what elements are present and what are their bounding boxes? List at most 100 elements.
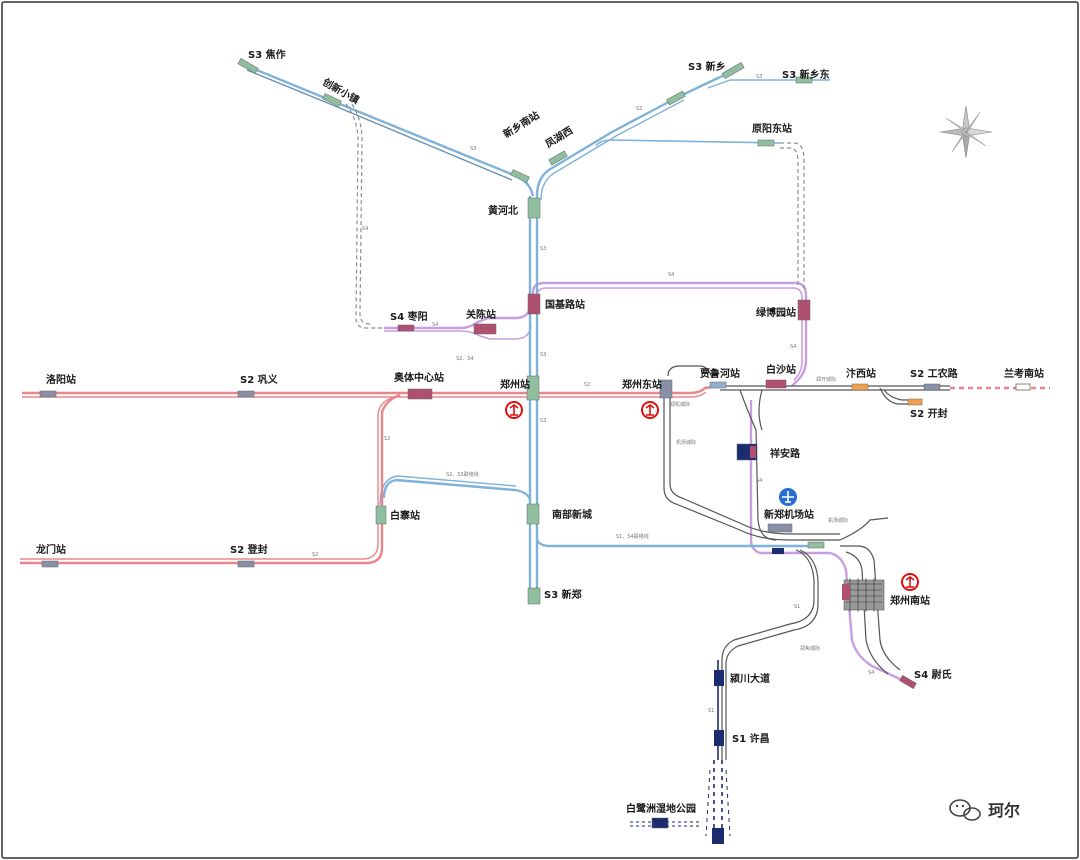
label-baisha: 白沙站: [766, 363, 796, 376]
station-marker-yuanyangdong[interactable]: [757, 139, 775, 147]
label-xinxiang: S3 新乡: [688, 60, 726, 73]
label-xuchang: S1 许昌: [732, 732, 770, 745]
label-zaoyang: S4 枣阳: [390, 310, 428, 323]
station-marker-guanhu[interactable]: [473, 323, 497, 335]
station-marker-xinxiang[interactable]: [666, 90, 686, 106]
station-marker-lankaonan[interactable]: [1015, 383, 1031, 391]
station-marker-dengfeng[interactable]: [237, 560, 255, 568]
station-marker-s1-north: [772, 548, 784, 554]
station-marker-aotizhongxin[interactable]: [407, 388, 433, 400]
s3-line-xinxiang: [535, 68, 736, 197]
label-dengfeng: S2 登封: [230, 543, 268, 556]
station-marker-xuchang[interactable]: [714, 730, 724, 746]
station-marker-kaifeng[interactable]: [907, 398, 923, 406]
line-tag-s3-xinxiangdong: S3: [756, 74, 762, 80]
planned-line-yuanyang-lvboyuan: [780, 142, 805, 290]
label-fenghuxi: 凤湖西: [543, 124, 575, 151]
station-marker-luoyang[interactable]: [39, 390, 57, 398]
line-tag-s4-south: S4: [756, 478, 762, 484]
station-marker-baizhai[interactable]: [375, 505, 387, 525]
label-bianxi: 汴西站: [846, 367, 876, 380]
intercity-line-group: [663, 365, 950, 760]
line-tag-s4-dashed: S4: [362, 226, 368, 232]
line-tag-s1-south: S1: [708, 708, 714, 714]
label-lvboyuan: 绿博园站: [756, 306, 796, 319]
planned-line-chuangxin-zaoyang: [345, 103, 384, 329]
railway-station-icon-zhengzhou: [505, 401, 523, 419]
station-marker-zhengzhou[interactable]: [526, 375, 540, 401]
label-luoyang: 洛阳站: [46, 373, 76, 386]
s3-line-jiaozuo: [246, 64, 535, 197]
station-marker-bianxi[interactable]: [851, 383, 869, 391]
station-marker-xinxiangnan[interactable]: [510, 169, 530, 183]
s2s3-link: [382, 478, 532, 501]
station-marker-lvboyuan[interactable]: [797, 299, 811, 321]
line-tag-s3-south: S3: [540, 418, 546, 424]
station-marker-longmen[interactable]: [41, 560, 59, 568]
station-marker-guojilu[interactable]: [527, 293, 541, 315]
line-tag-s2s4: S2、S4: [456, 356, 474, 362]
line-tag-zhengjiao: 郑焦城际: [800, 645, 820, 652]
station-marker-nanbuxincheng[interactable]: [526, 503, 540, 525]
line-tag-s1-mid: S1: [794, 604, 800, 610]
label-zhengzhounan: 郑州南站: [890, 594, 930, 607]
label-longmen: 龙门站: [35, 543, 66, 556]
line-tag-s4-east: S4: [790, 344, 796, 350]
line-tags: S3 S3 S3 S3 S4 S4 S4 S4 S2、S4 S3 S2 S3 S…: [312, 74, 874, 714]
station-markers: [39, 58, 1031, 844]
s1s4-link: [535, 539, 820, 548]
label-huanghebei: 黄河北: [488, 204, 518, 217]
label-zhengzhou: 郑州站: [500, 378, 530, 391]
watermark-text: 珂尔: [988, 801, 1020, 820]
station-marker-chuangxin[interactable]: [322, 93, 342, 107]
label-jiaozuo: S3 焦作: [248, 48, 286, 61]
station-marker-zaoyang[interactable]: [397, 324, 415, 332]
station-marker-zhengzhoudong[interactable]: [659, 379, 673, 399]
station-marker-gongnonglu[interactable]: [923, 383, 941, 391]
station-marker-airport-s1s4: [807, 541, 825, 549]
station-marker-gongyi[interactable]: [237, 390, 255, 398]
label-yuanyangdong: 原阳东站: [752, 122, 792, 135]
line-tag-s1s4-link: S1、S4联络线: [616, 533, 649, 540]
label-lankaonan: 兰考南站: [1004, 367, 1044, 380]
line-tag-s2-dengfeng: S2: [312, 552, 318, 558]
label-xinxiangnan: 新乡南站: [501, 108, 542, 140]
station-marker-jialuhe[interactable]: [709, 381, 727, 389]
station-marker-jiaozuo[interactable]: [237, 58, 259, 74]
line-tag-zhengji: 郑机城际: [670, 401, 690, 408]
station-marker-bailuzhou[interactable]: [651, 817, 669, 829]
s2-line-dengfeng: [20, 393, 401, 565]
label-guanhu: 关陈站: [466, 308, 496, 321]
station-marker-weishi[interactable]: [899, 675, 917, 689]
station-marker-yingchuan[interactable]: [714, 670, 724, 686]
label-xinzheng: S3 新郑: [544, 588, 582, 601]
station-marker-fenghuxi[interactable]: [548, 150, 568, 166]
line-tag-airport: 机场城际: [676, 439, 696, 446]
label-zhengzhoudong: 郑州东站: [622, 378, 662, 391]
label-kaifeng: S2 开封: [910, 407, 948, 420]
railway-station-icon-zhengzhoudong: [641, 401, 659, 419]
wechat-icon: [949, 799, 981, 821]
line-tag-s2-main: S2: [584, 382, 590, 388]
station-marker-huanghebei[interactable]: [527, 197, 541, 219]
station-marker-zhengzhounan[interactable]: [843, 579, 885, 611]
station-marker-s1-terminal: [712, 828, 724, 844]
station-marker-baisha[interactable]: [765, 379, 787, 389]
station-marker-xinxiang-yard: [721, 62, 745, 79]
railway-station-icon-zhengzhounan: [901, 573, 919, 591]
station-marker-xinzhengjichang[interactable]: [767, 523, 793, 533]
station-labels: S3 焦作 创新小镇 新乡南站 凤湖西 S3 新乡 S3 新乡东 原阳东站 黄河…: [35, 48, 1044, 815]
label-jialuhe: 贾鲁河站: [700, 367, 740, 380]
label-guojilu: 国基路站: [545, 298, 585, 311]
s4-line-south: [749, 400, 916, 688]
s2-line-group: [20, 384, 1050, 565]
line-tag-zhengkai: 郑开城际: [816, 376, 836, 383]
label-xinxiangdong: S3 新乡东: [782, 68, 830, 81]
label-nanbuxincheng: 南部新城: [552, 508, 592, 521]
label-bailuzhou: 白鹭洲湿地公园: [626, 802, 696, 815]
station-marker-xinzheng[interactable]: [527, 587, 541, 605]
s4-line-group: [384, 281, 916, 688]
label-aotizhongxin: 奥体中心站: [394, 371, 444, 384]
station-marker-xinxiangdong[interactable]: [795, 76, 813, 84]
